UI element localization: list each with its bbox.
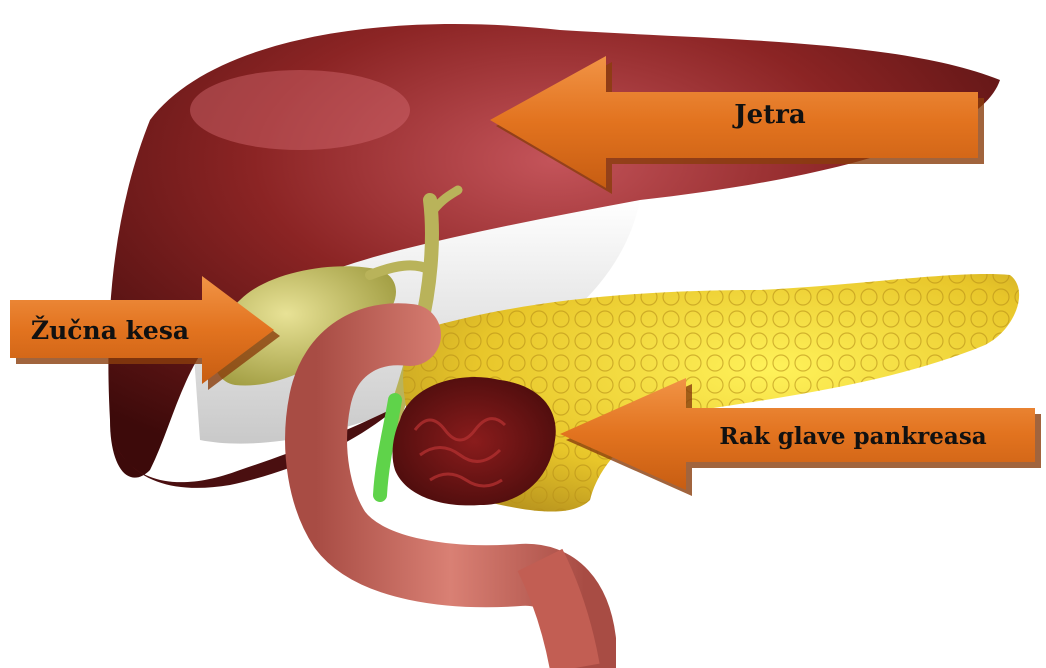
tumor-mass (393, 377, 556, 505)
label-gallbladder: Žučna kesa (31, 316, 189, 345)
duodenum-tail (540, 560, 575, 668)
label-liver: Jetra (732, 100, 806, 130)
pancreatic-tumor (393, 377, 556, 505)
liver-highlight (190, 70, 410, 150)
label-pancreatic-cancer: Rak glave pankreasa (719, 423, 986, 450)
